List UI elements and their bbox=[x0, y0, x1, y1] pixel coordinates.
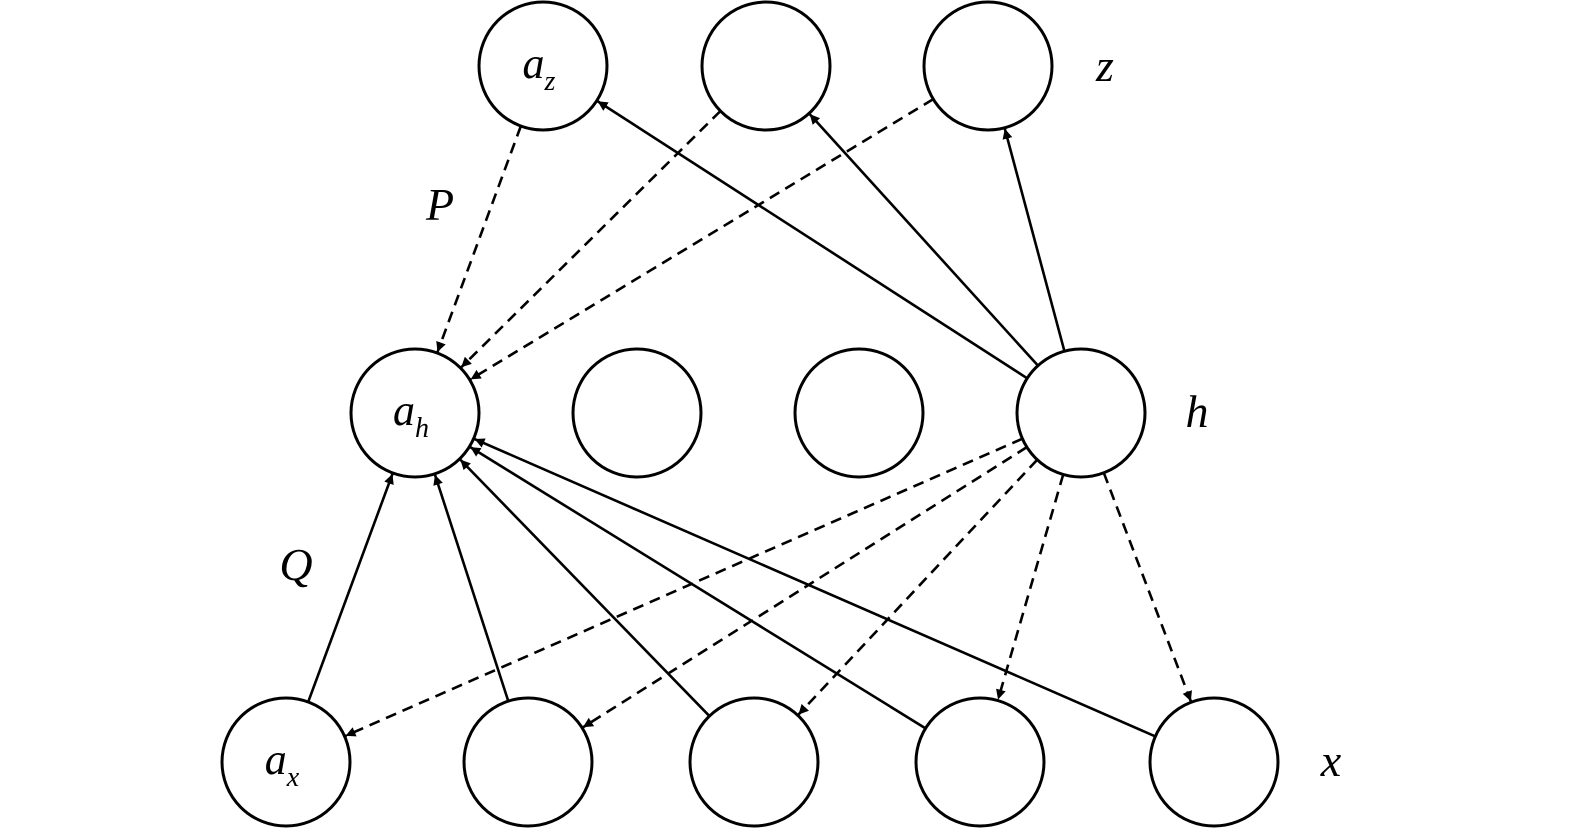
node-circle bbox=[922, 0, 1054, 132]
node-x-0: ax bbox=[220, 696, 352, 828]
edge-h3-to-x1 bbox=[582, 446, 1028, 729]
node-z-2 bbox=[922, 0, 1054, 132]
edge-h3-to-x3 bbox=[996, 474, 1065, 700]
layer-label-x: x bbox=[1320, 735, 1342, 786]
edge-h3-to-x0 bbox=[344, 437, 1023, 738]
edge-z2-to-h0 bbox=[469, 98, 934, 381]
node-h-1 bbox=[571, 347, 703, 479]
node-circle bbox=[349, 347, 481, 479]
node-circle bbox=[1148, 696, 1280, 828]
edge-x1-to-h0 bbox=[433, 474, 510, 702]
node-z-0: az bbox=[477, 0, 609, 132]
node-circle bbox=[700, 0, 832, 132]
nodes: az ah ax bbox=[220, 0, 1280, 828]
node-circle bbox=[220, 696, 352, 828]
node-x-4 bbox=[1148, 696, 1280, 828]
node-x-3 bbox=[914, 696, 1046, 828]
node-h-2 bbox=[793, 347, 925, 479]
node-circle bbox=[793, 347, 925, 479]
node-x-2 bbox=[688, 696, 820, 828]
layer-labels: z h x P Q bbox=[279, 40, 1341, 786]
node-label-x: ax bbox=[265, 735, 300, 793]
node-h-3 bbox=[1015, 347, 1147, 479]
edge-z0-to-h0 bbox=[436, 125, 523, 353]
edge-h3-to-x2 bbox=[797, 458, 1039, 716]
edge-h3-to-x4 bbox=[1102, 472, 1193, 702]
matrix-label-p: P bbox=[425, 179, 454, 230]
edges bbox=[306, 98, 1193, 738]
edge-h3-to-z1 bbox=[808, 113, 1039, 367]
node-circle bbox=[477, 0, 609, 132]
layer-label-z: z bbox=[1095, 40, 1114, 91]
node-circle bbox=[914, 696, 1046, 828]
layer-label-h: h bbox=[1186, 386, 1209, 437]
node-circle bbox=[462, 696, 594, 828]
node-circle bbox=[571, 347, 703, 479]
edge-h3-to-z0 bbox=[596, 100, 1028, 380]
edge-z1-to-h0 bbox=[460, 110, 722, 369]
node-x-1 bbox=[462, 696, 594, 828]
node-circle bbox=[1015, 347, 1147, 479]
node-z-1 bbox=[700, 0, 832, 132]
node-h-0: ah bbox=[349, 347, 481, 479]
edge-x3-to-h0 bbox=[469, 446, 927, 730]
edge-x2-to-h0 bbox=[459, 458, 711, 717]
node-circle bbox=[688, 696, 820, 828]
node-label-h: ah bbox=[393, 386, 429, 444]
matrix-label-q: Q bbox=[279, 539, 312, 590]
edge-x0-to-h0 bbox=[306, 473, 394, 703]
edge-h3-to-z2 bbox=[1002, 128, 1066, 352]
node-label-z: az bbox=[523, 39, 556, 97]
edge-x4-to-h0 bbox=[474, 437, 1156, 738]
